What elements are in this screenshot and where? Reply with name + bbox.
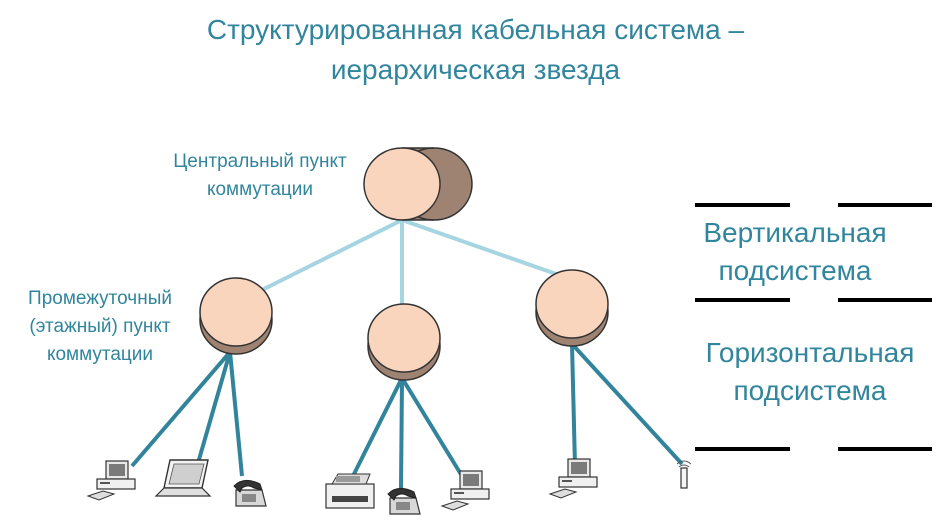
intermediate-label-line-1: Промежуточный xyxy=(28,288,172,309)
intermediate-node-center xyxy=(367,303,441,381)
intermediate-node-left xyxy=(199,277,273,355)
central-label-line-2: коммутации xyxy=(206,179,314,200)
laptop-icon xyxy=(155,459,211,497)
intermediate-node-right xyxy=(535,269,609,347)
horizontal-link xyxy=(399,377,404,489)
central-label-line-1: Центральный пункт xyxy=(173,151,347,172)
computer-icon xyxy=(549,458,598,499)
diagram-title: Структурированная кабельная система – ие… xyxy=(0,10,951,90)
central-node-label: Центральный пункт коммутации xyxy=(140,148,380,204)
horizontal-subsystem-label: Горизонтальная подсистема xyxy=(690,334,930,410)
devices xyxy=(87,458,692,515)
telephone-icon xyxy=(387,487,421,515)
vertical-links xyxy=(261,218,557,305)
horizontal-label-line-2: подсистема xyxy=(733,375,887,406)
computer-icon xyxy=(441,470,490,511)
vertical-label-line-2: подсистема xyxy=(718,255,872,286)
vertical-link-left xyxy=(261,218,403,292)
vertical-subsystem-label: Вертикальная подсистема xyxy=(690,214,900,290)
central-node xyxy=(363,147,473,221)
horizontal-link xyxy=(570,343,577,467)
vertical-label-line-1: Вертикальная xyxy=(703,217,887,248)
horizontal-link xyxy=(400,376,464,478)
horizontal-links xyxy=(130,342,684,489)
computer-icon xyxy=(87,460,136,501)
legend-vertical-lines xyxy=(695,203,932,302)
telephone-icon xyxy=(233,479,267,507)
horizontal-link xyxy=(130,350,232,468)
horizontal-link xyxy=(194,351,232,471)
intermediate-label-line-2: (этажный) пункт xyxy=(29,316,171,337)
horizontal-label-line-1: Горизонтальная xyxy=(705,337,915,368)
intermediate-node-label: Промежуточный (этажный) пункт коммутации xyxy=(0,285,200,369)
vertical-link-right xyxy=(401,218,557,276)
wireless-antenna-icon xyxy=(676,460,692,489)
title-line-2: иерархическая звезда xyxy=(330,54,621,85)
title-line-1: Структурированная кабельная система – xyxy=(206,14,745,45)
horizontal-link xyxy=(570,342,684,466)
horizontal-link xyxy=(228,351,244,477)
horizontal-link xyxy=(350,377,404,479)
intermediate-label-line-3: коммутации xyxy=(46,344,154,365)
printer-icon xyxy=(325,473,375,509)
